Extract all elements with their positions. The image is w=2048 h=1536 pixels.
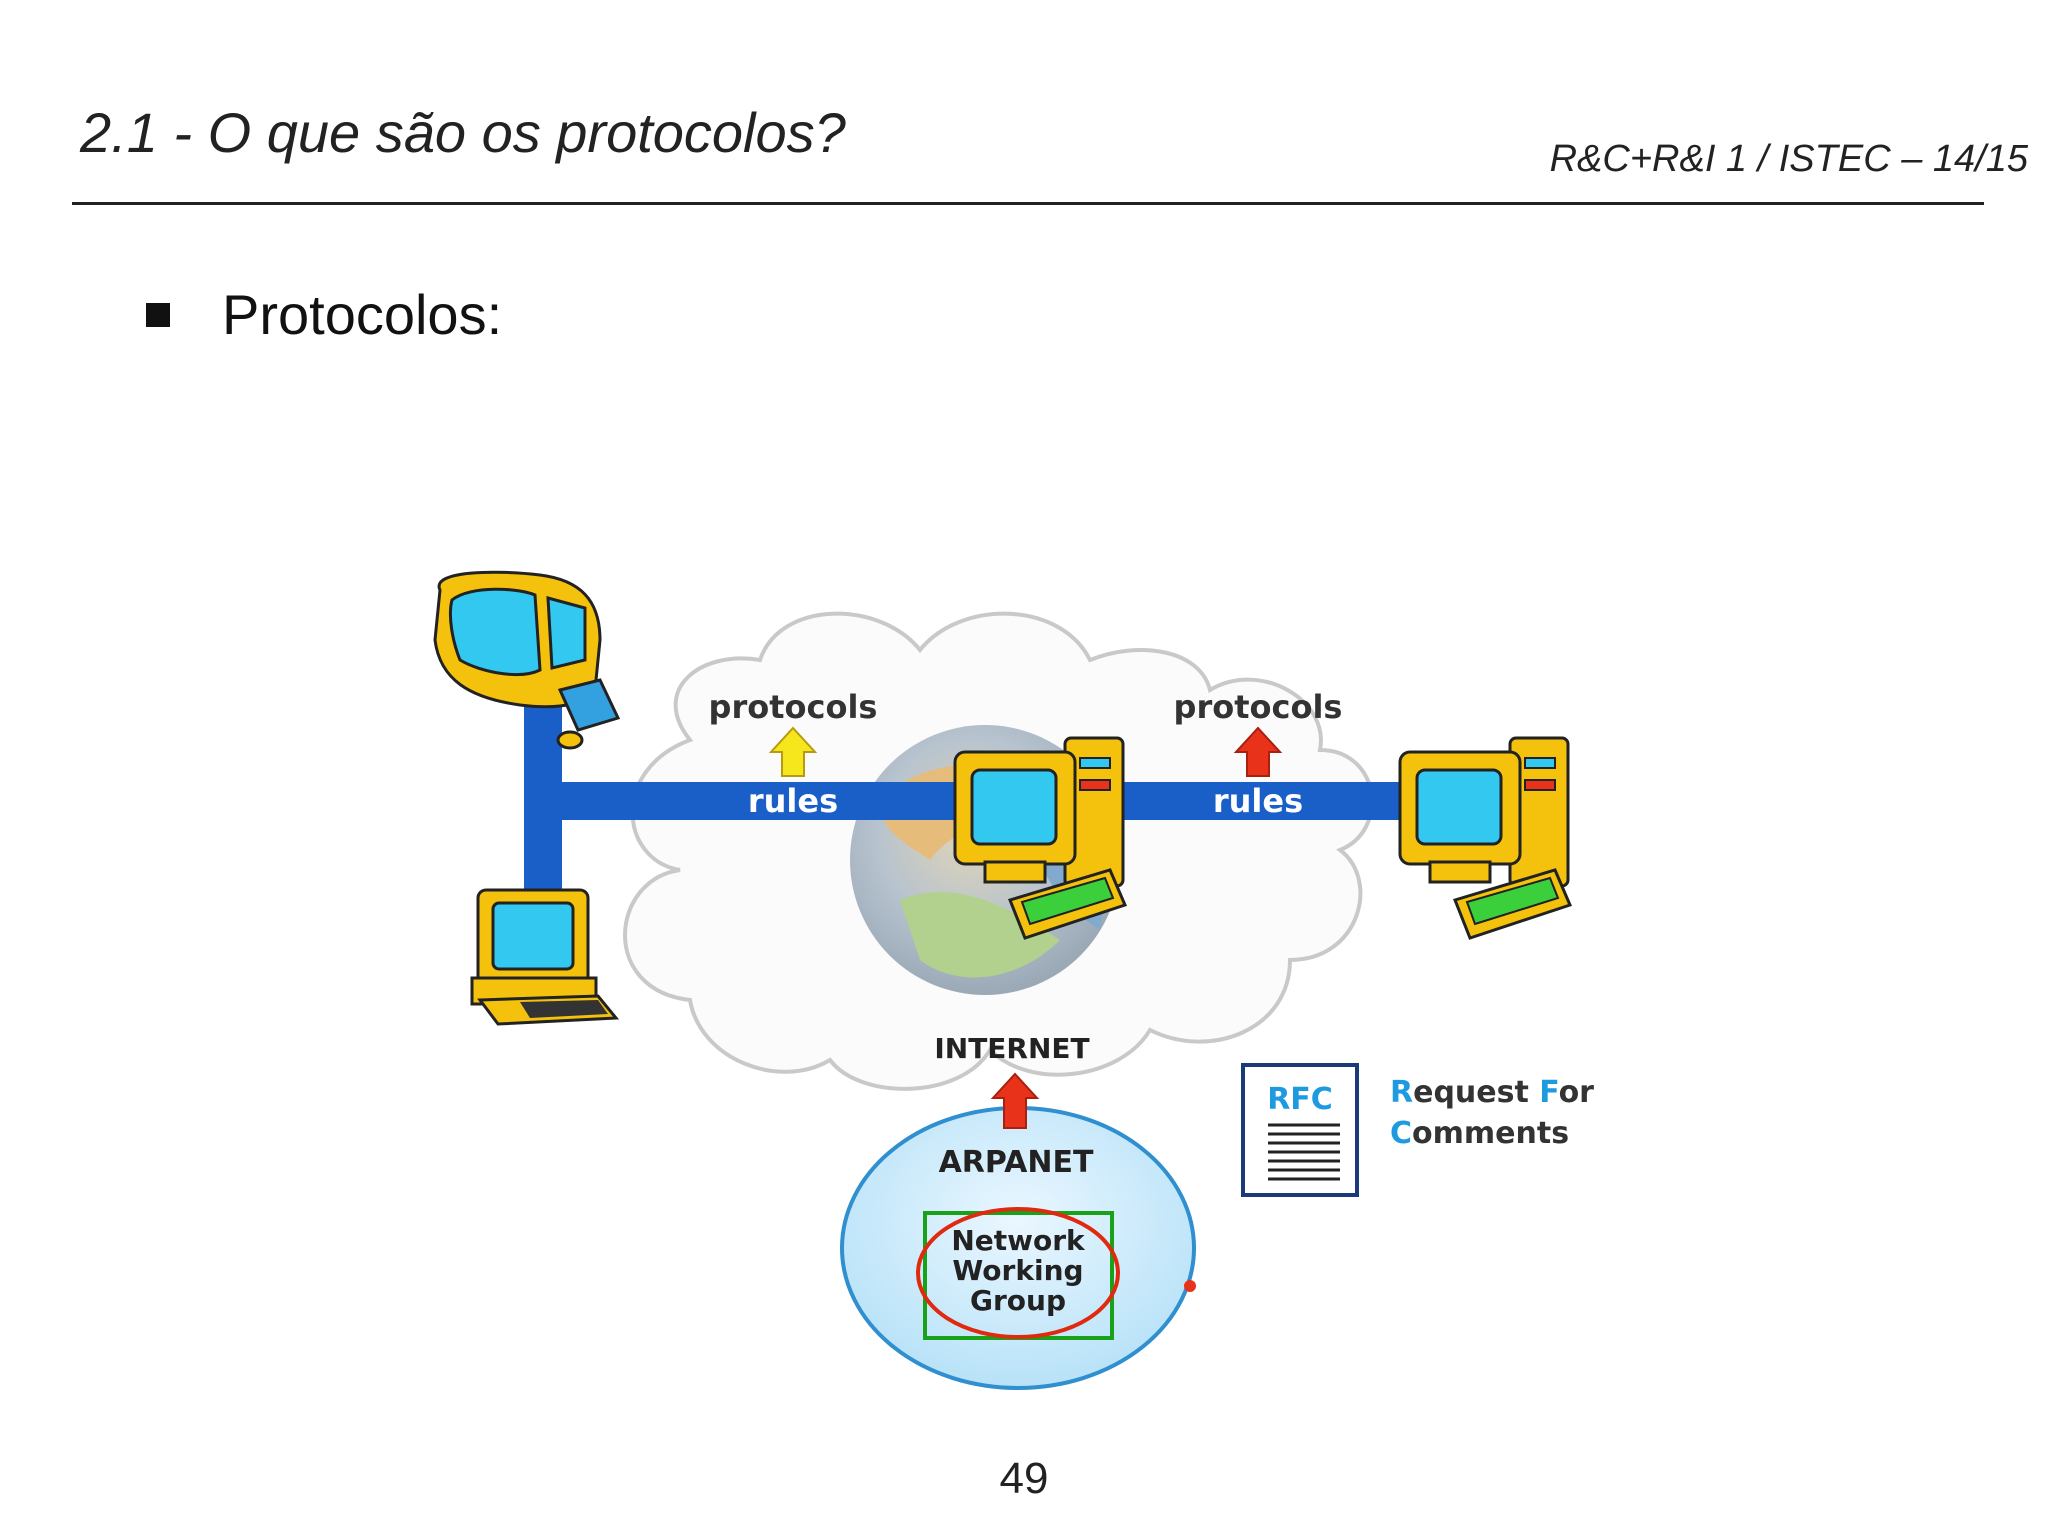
rfc-word-for: or xyxy=(1559,1075,1595,1110)
red-up-arrow-icon xyxy=(1233,726,1283,777)
rfc-badge-label: RFC xyxy=(1267,1082,1333,1117)
right-rules-label: rules xyxy=(1213,782,1303,820)
right-link-bar xyxy=(1110,782,1410,820)
desktop-computer-icon xyxy=(470,888,620,1026)
left-rules-label: rules xyxy=(748,782,838,820)
nwg-circle xyxy=(916,1207,1120,1339)
rfc-initial-r: R xyxy=(1390,1075,1413,1110)
internet-label: INTERNET xyxy=(934,1032,1089,1065)
left-protocols-label: protocols xyxy=(709,688,878,726)
yellow-up-arrow-icon xyxy=(768,726,818,777)
rfc-expansion-line-2: Comments xyxy=(1390,1116,1569,1151)
arpanet-label: ARPANET xyxy=(939,1145,1094,1180)
nwg-line-1: Network xyxy=(951,1224,1086,1257)
rfc-initial-c: C xyxy=(1390,1116,1412,1151)
rfc-word-comments: omments xyxy=(1412,1116,1569,1151)
rfc-expansion-line-1: Request For xyxy=(1390,1075,1594,1110)
center-computer-icon xyxy=(953,736,1128,940)
nwg-line-3: Group xyxy=(970,1284,1066,1317)
title-divider xyxy=(72,202,1984,205)
left-link-bar xyxy=(524,782,984,820)
right-protocols-label: protocols xyxy=(1174,688,1343,726)
nwg-line-2: Working xyxy=(952,1254,1083,1287)
bullet-item: Protocolos: xyxy=(146,282,502,347)
rfc-initial-f: F xyxy=(1539,1075,1558,1110)
internet-up-arrow-icon xyxy=(990,1072,1040,1129)
arpanet-dot xyxy=(1184,1280,1196,1292)
page-number: 49 xyxy=(999,1454,1049,1503)
course-label: R&C+R&I 1 / ISTEC – 14/15 xyxy=(1549,138,2028,180)
square-bullet-icon xyxy=(146,302,170,327)
bullet-text: Protocolos: xyxy=(222,283,503,346)
imac-computer-icon xyxy=(433,570,621,750)
rfc-document-icon xyxy=(1241,1063,1359,1197)
right-computer-icon xyxy=(1398,736,1573,940)
rfc-word-request: equest xyxy=(1413,1075,1539,1110)
slide-title: 2.1 - O que são os protocolos? xyxy=(80,101,846,164)
